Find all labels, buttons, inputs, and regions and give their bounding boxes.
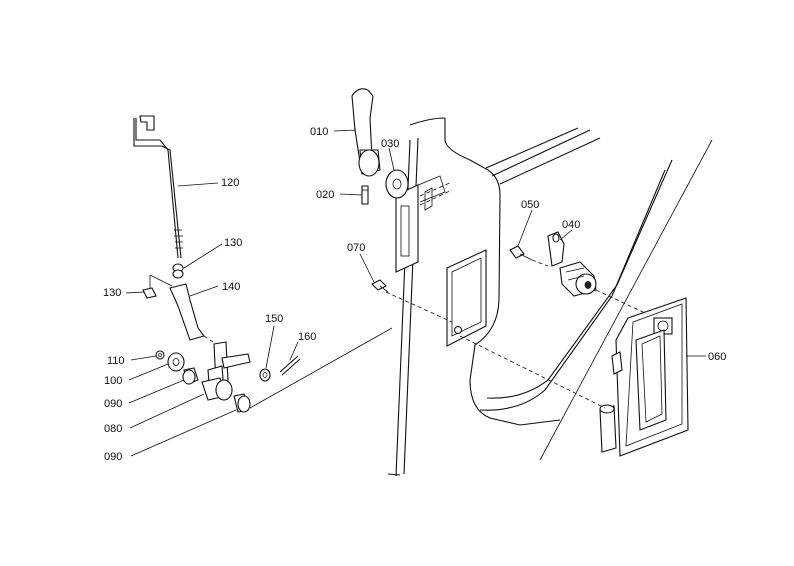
label-060: 060 <box>708 351 726 363</box>
label-110: 110 <box>107 355 125 367</box>
leader-lines <box>125 129 706 457</box>
part-140-link-arm <box>149 274 217 345</box>
part-010-handle <box>351 88 381 177</box>
label-070: 070 <box>347 242 365 254</box>
part-070-screw <box>371 279 453 323</box>
part-100-washer <box>167 352 185 372</box>
label-160: 160 <box>298 331 316 343</box>
label-080: 080 <box>104 423 122 435</box>
assembly-line-a <box>459 335 606 409</box>
part-030-washer <box>385 169 409 199</box>
part-110-ring <box>155 350 165 360</box>
part-060-outside-handle <box>599 297 689 457</box>
part-160-cotter-pin <box>279 355 301 376</box>
label-130-lower: 130 <box>103 287 121 299</box>
label-090-lower: 090 <box>104 451 122 463</box>
door-edge <box>387 137 453 477</box>
part-090-bush-upper <box>182 367 199 385</box>
label-140: 140 <box>222 281 240 293</box>
part-150-washer <box>259 368 271 382</box>
part-020-pin <box>361 185 369 205</box>
part-130-nut-lower <box>142 287 157 299</box>
part-labels: 010 020 030 040 050 060 070 080 090 090 … <box>103 126 726 463</box>
part-040-lock-cylinder <box>547 231 661 321</box>
part-090-bush-lower <box>233 393 251 413</box>
label-040: 040 <box>562 219 580 231</box>
label-050: 050 <box>521 199 539 211</box>
part-080-spacer <box>201 377 233 401</box>
label-130-upper: 130 <box>224 237 242 249</box>
part-130-nut-upper <box>172 263 184 279</box>
panel-cutout <box>446 249 487 347</box>
label-100: 100 <box>104 375 122 387</box>
label-090-upper: 090 <box>104 398 122 410</box>
label-020: 020 <box>316 189 334 201</box>
label-030: 030 <box>381 138 399 150</box>
label-120: 120 <box>221 177 239 189</box>
label-150: 150 <box>265 313 283 325</box>
assembly-line-b <box>249 327 393 409</box>
label-010: 010 <box>310 126 328 138</box>
cab-panel <box>409 117 713 461</box>
part-050-bolt <box>509 245 549 267</box>
part-120-rod <box>133 115 183 259</box>
